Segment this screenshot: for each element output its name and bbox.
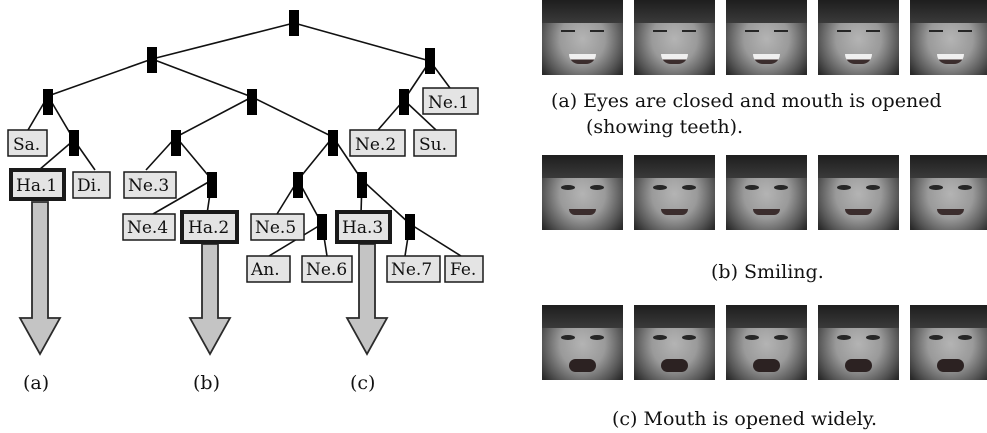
leaf-fe: Fe. bbox=[444, 255, 484, 283]
tree-node bbox=[328, 130, 338, 156]
face-image bbox=[634, 0, 715, 75]
leaf-an: An. bbox=[246, 255, 291, 283]
face-image bbox=[818, 305, 899, 380]
tree-node bbox=[317, 214, 327, 240]
face-image bbox=[726, 0, 807, 75]
tree-node bbox=[357, 172, 367, 198]
leaf-label: Ne.2 bbox=[355, 135, 396, 155]
tree-node bbox=[289, 10, 299, 36]
leaf-label: Fe. bbox=[450, 260, 476, 280]
tree-node bbox=[43, 89, 53, 115]
leaf-ha2: Ha.2 bbox=[180, 210, 239, 244]
face-image bbox=[726, 305, 807, 380]
leaf-label: An. bbox=[250, 260, 280, 280]
leaf-label: Ne.1 bbox=[428, 93, 469, 113]
caption-a-line2: (showing teeth). bbox=[586, 116, 744, 138]
face-image bbox=[818, 155, 899, 230]
leaf-label: Ne.3 bbox=[128, 176, 169, 196]
leaf-label: Ne.4 bbox=[127, 218, 168, 238]
leaf-label: Ha.1 bbox=[16, 176, 57, 196]
leaf-sa: Sa. bbox=[7, 129, 48, 157]
face-image bbox=[634, 305, 715, 380]
leaf-label: Su. bbox=[419, 135, 447, 155]
caption-b: (b) Smiling. bbox=[711, 261, 824, 283]
leaf-ne3: Ne.3 bbox=[123, 171, 177, 199]
face-image bbox=[634, 155, 715, 230]
leaf-label: Sa. bbox=[13, 135, 40, 155]
arrow-b bbox=[188, 243, 232, 356]
tree-node bbox=[405, 214, 415, 240]
face-image bbox=[910, 155, 987, 230]
arrow-label-c: (c) bbox=[350, 372, 375, 394]
face-row-b bbox=[542, 155, 987, 230]
cluster-arrows bbox=[18, 201, 389, 356]
caption-a: (a) Eyes are closed and mouth is opened bbox=[551, 90, 942, 112]
leaf-ne1: Ne.1 bbox=[422, 87, 479, 115]
leaf-di: Di. bbox=[72, 171, 111, 199]
tree-node bbox=[293, 172, 303, 198]
tree-node bbox=[247, 89, 257, 115]
leaf-label: Ha.3 bbox=[342, 218, 383, 238]
tree-node bbox=[425, 48, 435, 74]
leaf-su: Su. bbox=[413, 129, 457, 157]
arrow-a bbox=[18, 201, 62, 356]
leaf-ne4: Ne.4 bbox=[122, 213, 176, 241]
leaf-label: Ne.7 bbox=[391, 260, 432, 280]
leaf-ne6: Ne.6 bbox=[301, 255, 353, 283]
leaf-ne7: Ne.7 bbox=[386, 255, 441, 283]
arrow-label-a: (a) bbox=[23, 372, 49, 394]
cluster-tree: Sa. Ha.1 Di. Ne.3 Ne.4 Ha.2 Ne.5 Ha.3 An… bbox=[7, 10, 484, 394]
leaf-ne2: Ne.2 bbox=[349, 129, 406, 157]
tree-node bbox=[171, 130, 181, 156]
face-image bbox=[542, 155, 623, 230]
face-row-c bbox=[542, 305, 987, 380]
face-image bbox=[726, 155, 807, 230]
face-row-a bbox=[542, 0, 987, 75]
arrow-c bbox=[345, 243, 389, 356]
tree-nodes bbox=[43, 10, 435, 240]
tree-node bbox=[399, 89, 409, 115]
tree-node bbox=[69, 130, 79, 156]
face-image bbox=[542, 305, 623, 380]
tree-node bbox=[207, 172, 217, 198]
leaf-label: Ne.6 bbox=[306, 260, 347, 280]
caption-c: (c) Mouth is opened widely. bbox=[612, 408, 878, 430]
leaf-ne5: Ne.5 bbox=[250, 213, 305, 241]
leaf-ha1: Ha.1 bbox=[9, 168, 66, 201]
arrow-label-b: (b) bbox=[193, 372, 220, 394]
face-image bbox=[542, 0, 623, 75]
face-image bbox=[910, 0, 987, 75]
face-image bbox=[818, 0, 899, 75]
tree-node bbox=[147, 47, 157, 73]
leaf-label: Ne.5 bbox=[255, 218, 296, 238]
leaf-label: Ha.2 bbox=[188, 218, 229, 238]
leaf-label: Di. bbox=[77, 176, 101, 196]
face-image bbox=[910, 305, 987, 380]
leaf-ha3: Ha.3 bbox=[335, 210, 392, 244]
